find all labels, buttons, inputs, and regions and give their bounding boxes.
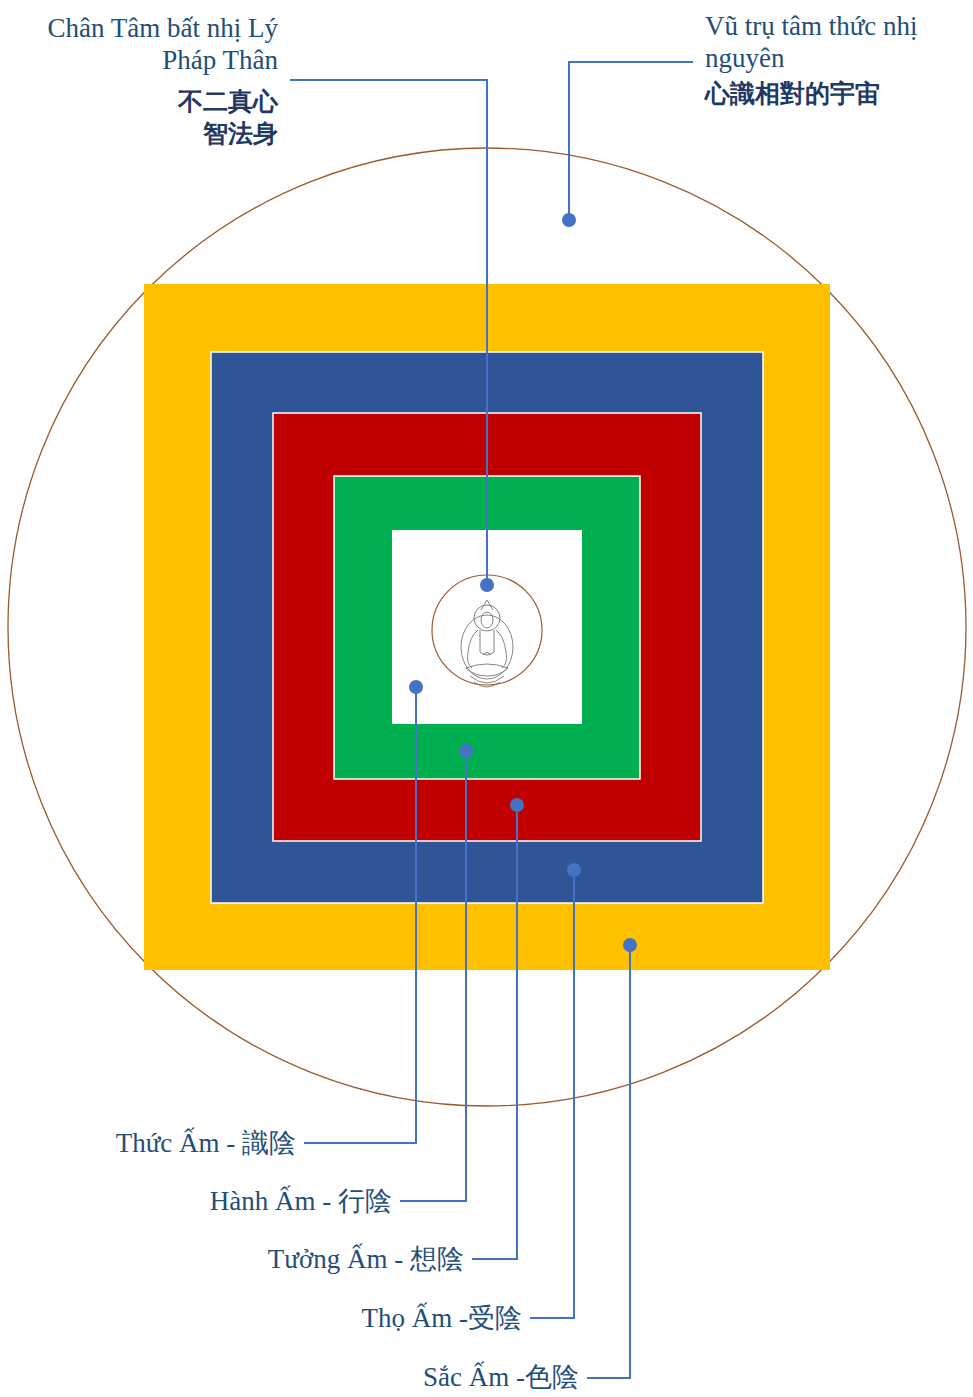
- skandha-label: Sắc Ấm -色陰: [423, 1361, 579, 1393]
- skandha-label: Hành Ấm - 行陰: [210, 1185, 392, 1217]
- leader-lines: [290, 62, 693, 1378]
- heading-vietnamese: Chân Tâm bất nhị Lý Pháp Thân: [38, 12, 278, 76]
- skandha-label: Tưởng Ấm - 想陰: [268, 1243, 464, 1275]
- buddha-illustration: [432, 575, 542, 687]
- heading-chinese: 心識相對的宇宙: [705, 78, 880, 110]
- skandha-label: Thức Ấm - 識陰: [116, 1127, 296, 1159]
- skandha-label: Thọ Ấm -受陰: [362, 1302, 522, 1334]
- leader-dots: [409, 213, 637, 952]
- heading-vietnamese: Vũ trụ tâm thức nhị nguyên: [705, 10, 920, 74]
- heading-chinese: 不二真心 智法身: [158, 86, 278, 150]
